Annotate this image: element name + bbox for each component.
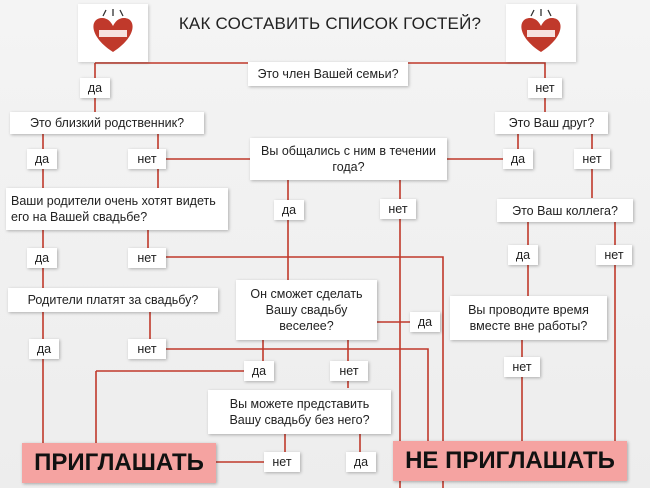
answer-imagine-yes: да (346, 452, 376, 472)
result-invite: ПРИГЛАШАТЬ (22, 443, 216, 483)
answer-fun-no: нет (330, 361, 368, 381)
answer-parents-pay-no: нет (128, 339, 166, 359)
logo-left (78, 4, 148, 62)
logo-right (506, 4, 576, 62)
answer-friend-no: нет (574, 149, 610, 169)
page-title: КАК СОСТАВИТЬ СПИСОК ГОСТЕЙ? (178, 14, 482, 33)
line-parents-want-no-to-not (165, 256, 444, 488)
node-talked: Вы общались с ним в течении года? (250, 138, 447, 180)
answer-close-no: нет (128, 149, 166, 169)
answer-talked-yes: да (274, 200, 304, 220)
answer-spend-yes: да (410, 312, 440, 332)
node-close-relative: Это близкий родственник? (10, 112, 204, 134)
node-parents-want: Ваши родители очень хотят видеть его на … (6, 188, 228, 230)
answer-parents-pay-yes: да (29, 339, 59, 359)
answer-family-yes: да (80, 78, 110, 98)
node-spend-time: Вы проводите время вместе вне работы? (450, 296, 607, 340)
result-not-invite: НЕ ПРИГЛАШАТЬ (393, 441, 627, 481)
answer-talked-no: нет (380, 199, 416, 219)
node-family: Это член Вашей семьи? (248, 62, 408, 86)
answer-fun-yes: да (244, 361, 274, 381)
answer-colleague-yes: да (508, 245, 538, 265)
answer-spend-no: нет (504, 357, 540, 377)
answer-imagine-no: нет (264, 452, 300, 472)
node-imagine: Вы можете представить Вашу свадьбу без н… (208, 390, 391, 434)
line-family-no (408, 62, 546, 122)
node-colleague: Это Ваш коллега? (497, 199, 633, 222)
answer-close-yes: да (27, 149, 57, 169)
line-parents-pay-no-to-not (165, 348, 429, 445)
node-friend: Это Ваш друг? (495, 112, 608, 134)
answer-friend-yes: да (503, 149, 533, 169)
answer-parents-want-no: нет (128, 248, 166, 268)
heart-logo-icon (93, 9, 133, 52)
answer-colleague-no: нет (596, 245, 632, 265)
heart-logo-icon (521, 9, 561, 52)
answer-family-no: нет (528, 78, 562, 98)
node-make-fun: Он сможет сделать Вашу свадьбу веселее? (236, 280, 377, 340)
answer-parents-want-yes: да (27, 248, 57, 268)
node-parents-pay: Родители платят за свадьбу? (8, 288, 218, 312)
